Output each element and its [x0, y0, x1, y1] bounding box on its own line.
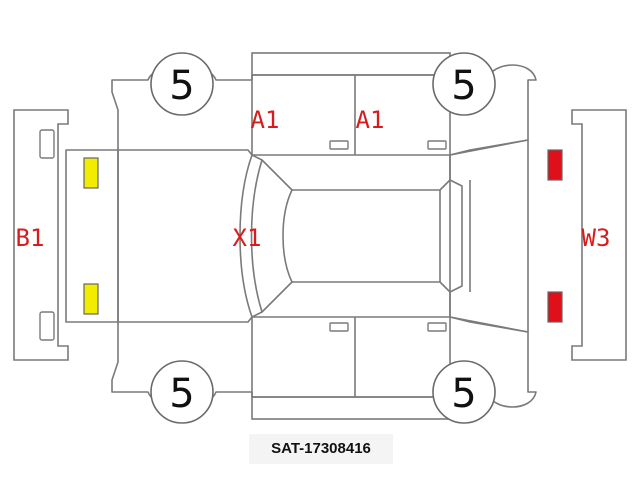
body-outline — [65, 64, 537, 408]
tire-front-left-number: 5 — [169, 63, 194, 109]
tire-front-left: 5 — [150, 52, 214, 116]
tire-rear-right: 5 — [432, 360, 496, 424]
front-lamp-top — [547, 149, 563, 181]
damage-code-front-bumper: W3 — [582, 224, 611, 252]
top-sill-strip — [251, 52, 451, 76]
stock-number-label: SAT-17308416 — [249, 434, 393, 464]
rear-bumper-panel — [13, 109, 69, 361]
tire-front-right: 5 — [432, 52, 496, 116]
damage-code-roof: X1 — [233, 224, 262, 252]
tire-front-right-number: 5 — [451, 63, 476, 109]
damage-code-door-rear: A1 — [251, 106, 280, 134]
damage-code-door-front: A1 — [356, 106, 385, 134]
damage-code-rear-bumper: B1 — [16, 224, 45, 252]
rear-lamp-bottom — [83, 283, 99, 315]
bottom-sill-strip — [251, 396, 451, 420]
tire-rear-left-number: 5 — [169, 371, 194, 417]
tire-rear-left: 5 — [150, 360, 214, 424]
front-lamp-bottom — [547, 291, 563, 323]
rear-lamp-top — [83, 157, 99, 189]
cabin-roof — [239, 154, 463, 318]
tire-rear-right-number: 5 — [451, 371, 476, 417]
front-bumper-panel — [571, 109, 627, 361]
